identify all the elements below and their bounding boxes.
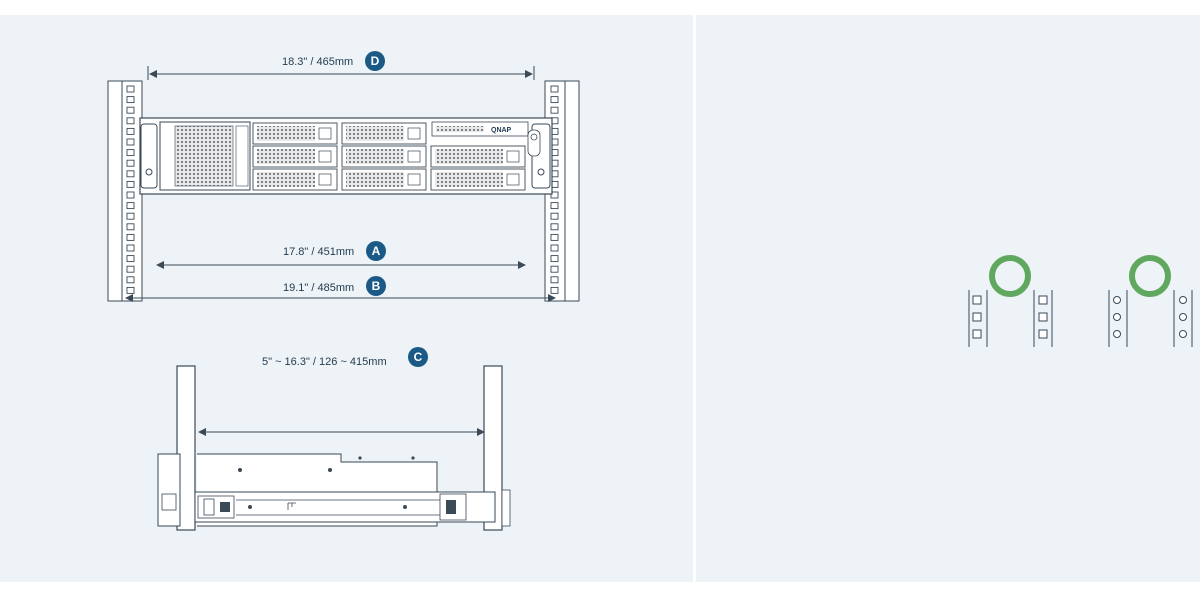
- drive-bay-vent: [257, 149, 315, 164]
- nas-chassis: QNAP: [139, 117, 553, 195]
- drive-bay-vent: [346, 126, 404, 141]
- rack-hole: [550, 96, 559, 104]
- dimension-d-badge: D: [365, 51, 385, 71]
- rack-hole: [126, 85, 135, 93]
- side-front-post: [176, 365, 196, 531]
- rack-hole: [550, 212, 559, 220]
- rack-hole: [550, 85, 559, 93]
- drive-bay-vent: [435, 172, 503, 187]
- drive-bay-vent: [257, 172, 315, 187]
- compatible-ring-icon: [1129, 255, 1171, 297]
- rack-hole: [126, 149, 135, 157]
- rack-hole: [126, 117, 135, 125]
- rack-hole: [550, 106, 559, 114]
- drive-bay-latch: [407, 127, 421, 140]
- dimension-a-label: 17.8" / 451mm: [283, 246, 355, 258]
- rack-hole: [550, 223, 559, 231]
- drive-bay-latch: [407, 173, 421, 186]
- dimension-b-label: 19.1" / 485mm: [283, 282, 355, 294]
- dimension-d-label: 18.3" / 465mm: [282, 56, 354, 68]
- dimension-b-badge: B: [366, 276, 386, 296]
- rack-hole: [550, 244, 559, 252]
- rack-hole: [126, 96, 135, 104]
- rack-hole: [550, 276, 559, 284]
- round-hole-rack-example: [1108, 255, 1193, 347]
- rack-hole: [126, 127, 135, 135]
- rack-hole: [126, 180, 135, 188]
- side-view: [157, 365, 511, 531]
- drive-bay-latch: [407, 150, 421, 163]
- rack-hole: [126, 255, 135, 263]
- front-view: QNAP: [107, 66, 580, 302]
- rack-hole: [126, 265, 135, 273]
- drive-bay-vent: [346, 149, 404, 164]
- dimension-a-badge: A: [366, 241, 386, 261]
- dimension-c-label: 5" ~ 16.3" / 126 ~ 415mm: [262, 356, 387, 368]
- rack-hole: [126, 276, 135, 284]
- rack-hole: [126, 212, 135, 220]
- rack-hole: [126, 233, 135, 241]
- rack-hole: [126, 170, 135, 178]
- rack-hole: [126, 159, 135, 167]
- side-rear-post: [483, 365, 503, 531]
- drive-bay-latch: [318, 173, 332, 186]
- panel-divider: [693, 15, 696, 582]
- rack-hole: [126, 138, 135, 146]
- rack-hole: [126, 223, 135, 231]
- drive-bay-vent: [435, 149, 503, 164]
- drive-bay-latch: [506, 150, 520, 163]
- drive-bay-latch: [506, 173, 520, 186]
- rack-hole: [550, 255, 559, 263]
- drive-bay-vent: [346, 172, 404, 187]
- drive-bay-latch: [318, 150, 332, 163]
- rack-hole: [550, 286, 559, 294]
- brand-logo: QNAP: [491, 127, 512, 134]
- rack-hole: [126, 244, 135, 252]
- rack-hole: [126, 286, 135, 294]
- rack-hole: [126, 106, 135, 114]
- rack-hole: [550, 191, 559, 199]
- rack-hole: [550, 265, 559, 273]
- rack-hole: [126, 191, 135, 199]
- rack-hole: [550, 202, 559, 210]
- drive-bay-vent: [257, 126, 315, 141]
- square-hole-rack-example: [968, 255, 1053, 347]
- dimension-c-badge: C: [408, 347, 428, 367]
- rack-hole: [550, 233, 559, 241]
- compatible-ring-icon: [989, 255, 1031, 297]
- rack-hole: [126, 202, 135, 210]
- drive-bays: [252, 122, 526, 191]
- drive-bay-latch: [318, 127, 332, 140]
- left-rack-post: [107, 80, 143, 302]
